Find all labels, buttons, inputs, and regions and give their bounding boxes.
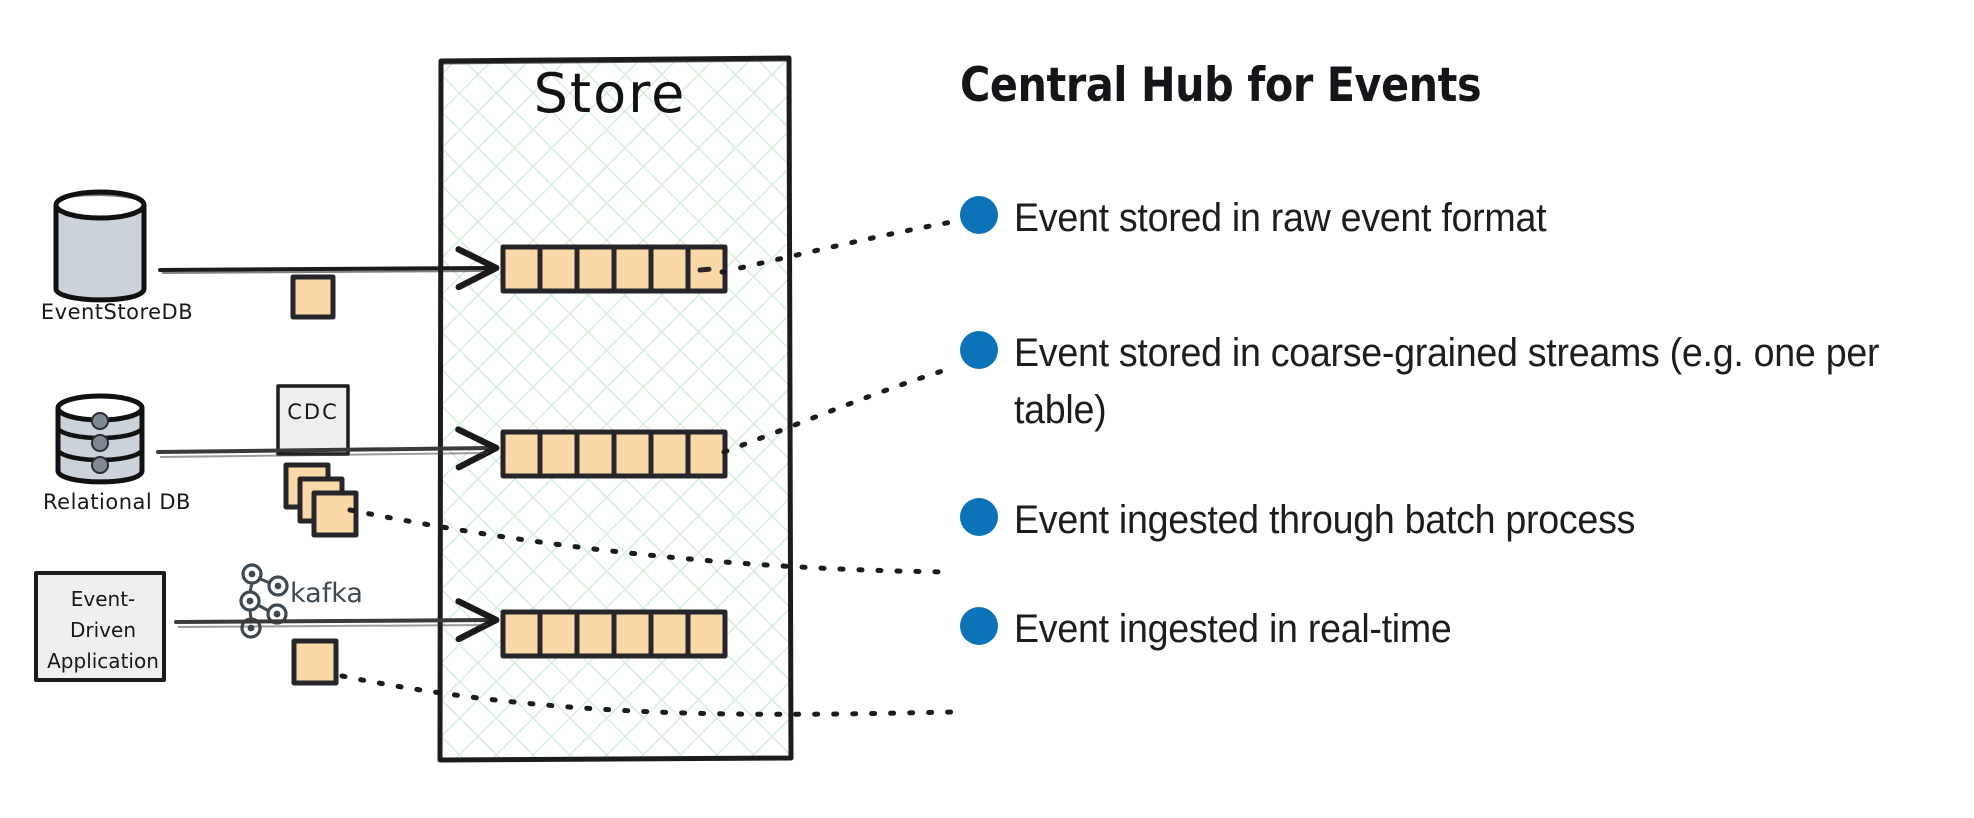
bullet-raw-format: Event stored in raw event format [960,190,1960,247]
store-title: Store [533,62,687,125]
event-marker-realtime [291,638,339,686]
bullet-dot-icon [960,331,998,369]
bullet-text: Event stored in raw event format [1014,196,1547,240]
bullet-real-time: Event ingested in real-time [960,601,1960,658]
panel-title: Central Hub for Events [960,58,1482,113]
cdc-label: CDC [287,400,339,424]
arrow-eventstoredb-to-store [158,246,500,291]
relational-db-label: Relational DB [43,490,191,514]
kafka-label: kafka [290,578,363,609]
kafka-logo-icon [239,563,289,639]
bullet-batch-process: Event ingested through batch process [960,492,1960,549]
events-panel: Central Hub for Events Event stored in r… [960,58,1950,651]
bullet-coarse-grained: Event stored in coarse-grained streams (… [960,325,1960,439]
event-marker-eventstore [290,274,336,320]
application-box-icon [34,571,166,682]
stream-raw [500,244,728,294]
stream-realtime [500,609,728,659]
relational-db-icon [55,393,145,485]
connector-realtime-to-bullet4 [339,673,955,717]
eventstoredb-label: EventStoreDB [40,300,194,324]
arrow-relationaldb-to-store [156,426,500,471]
bullet-text: Event ingested through batch process [1014,498,1636,542]
bullet-dot-icon [960,196,998,234]
application-box-label: Event- Driven Application [38,584,168,677]
connector-raw-to-bullet1 [719,219,955,275]
application-label-line-1: Event- [70,587,136,611]
bullet-dot-icon [960,498,998,536]
bullet-dot-icon [960,607,998,645]
cdc-box-icon [276,384,350,456]
application-label-line-2: Driven [70,618,136,642]
application-label-line-3: Application [47,649,159,673]
eventstoredb-icon [53,189,147,303]
stream-coarse [500,429,728,479]
arrow-application-to-store [174,598,500,643]
bullet-text: Event stored in coarse-grained streams (… [1014,331,1880,432]
bullet-text: Event ingested in real-time [1014,607,1452,651]
batch-event-stack-icon [283,462,359,538]
